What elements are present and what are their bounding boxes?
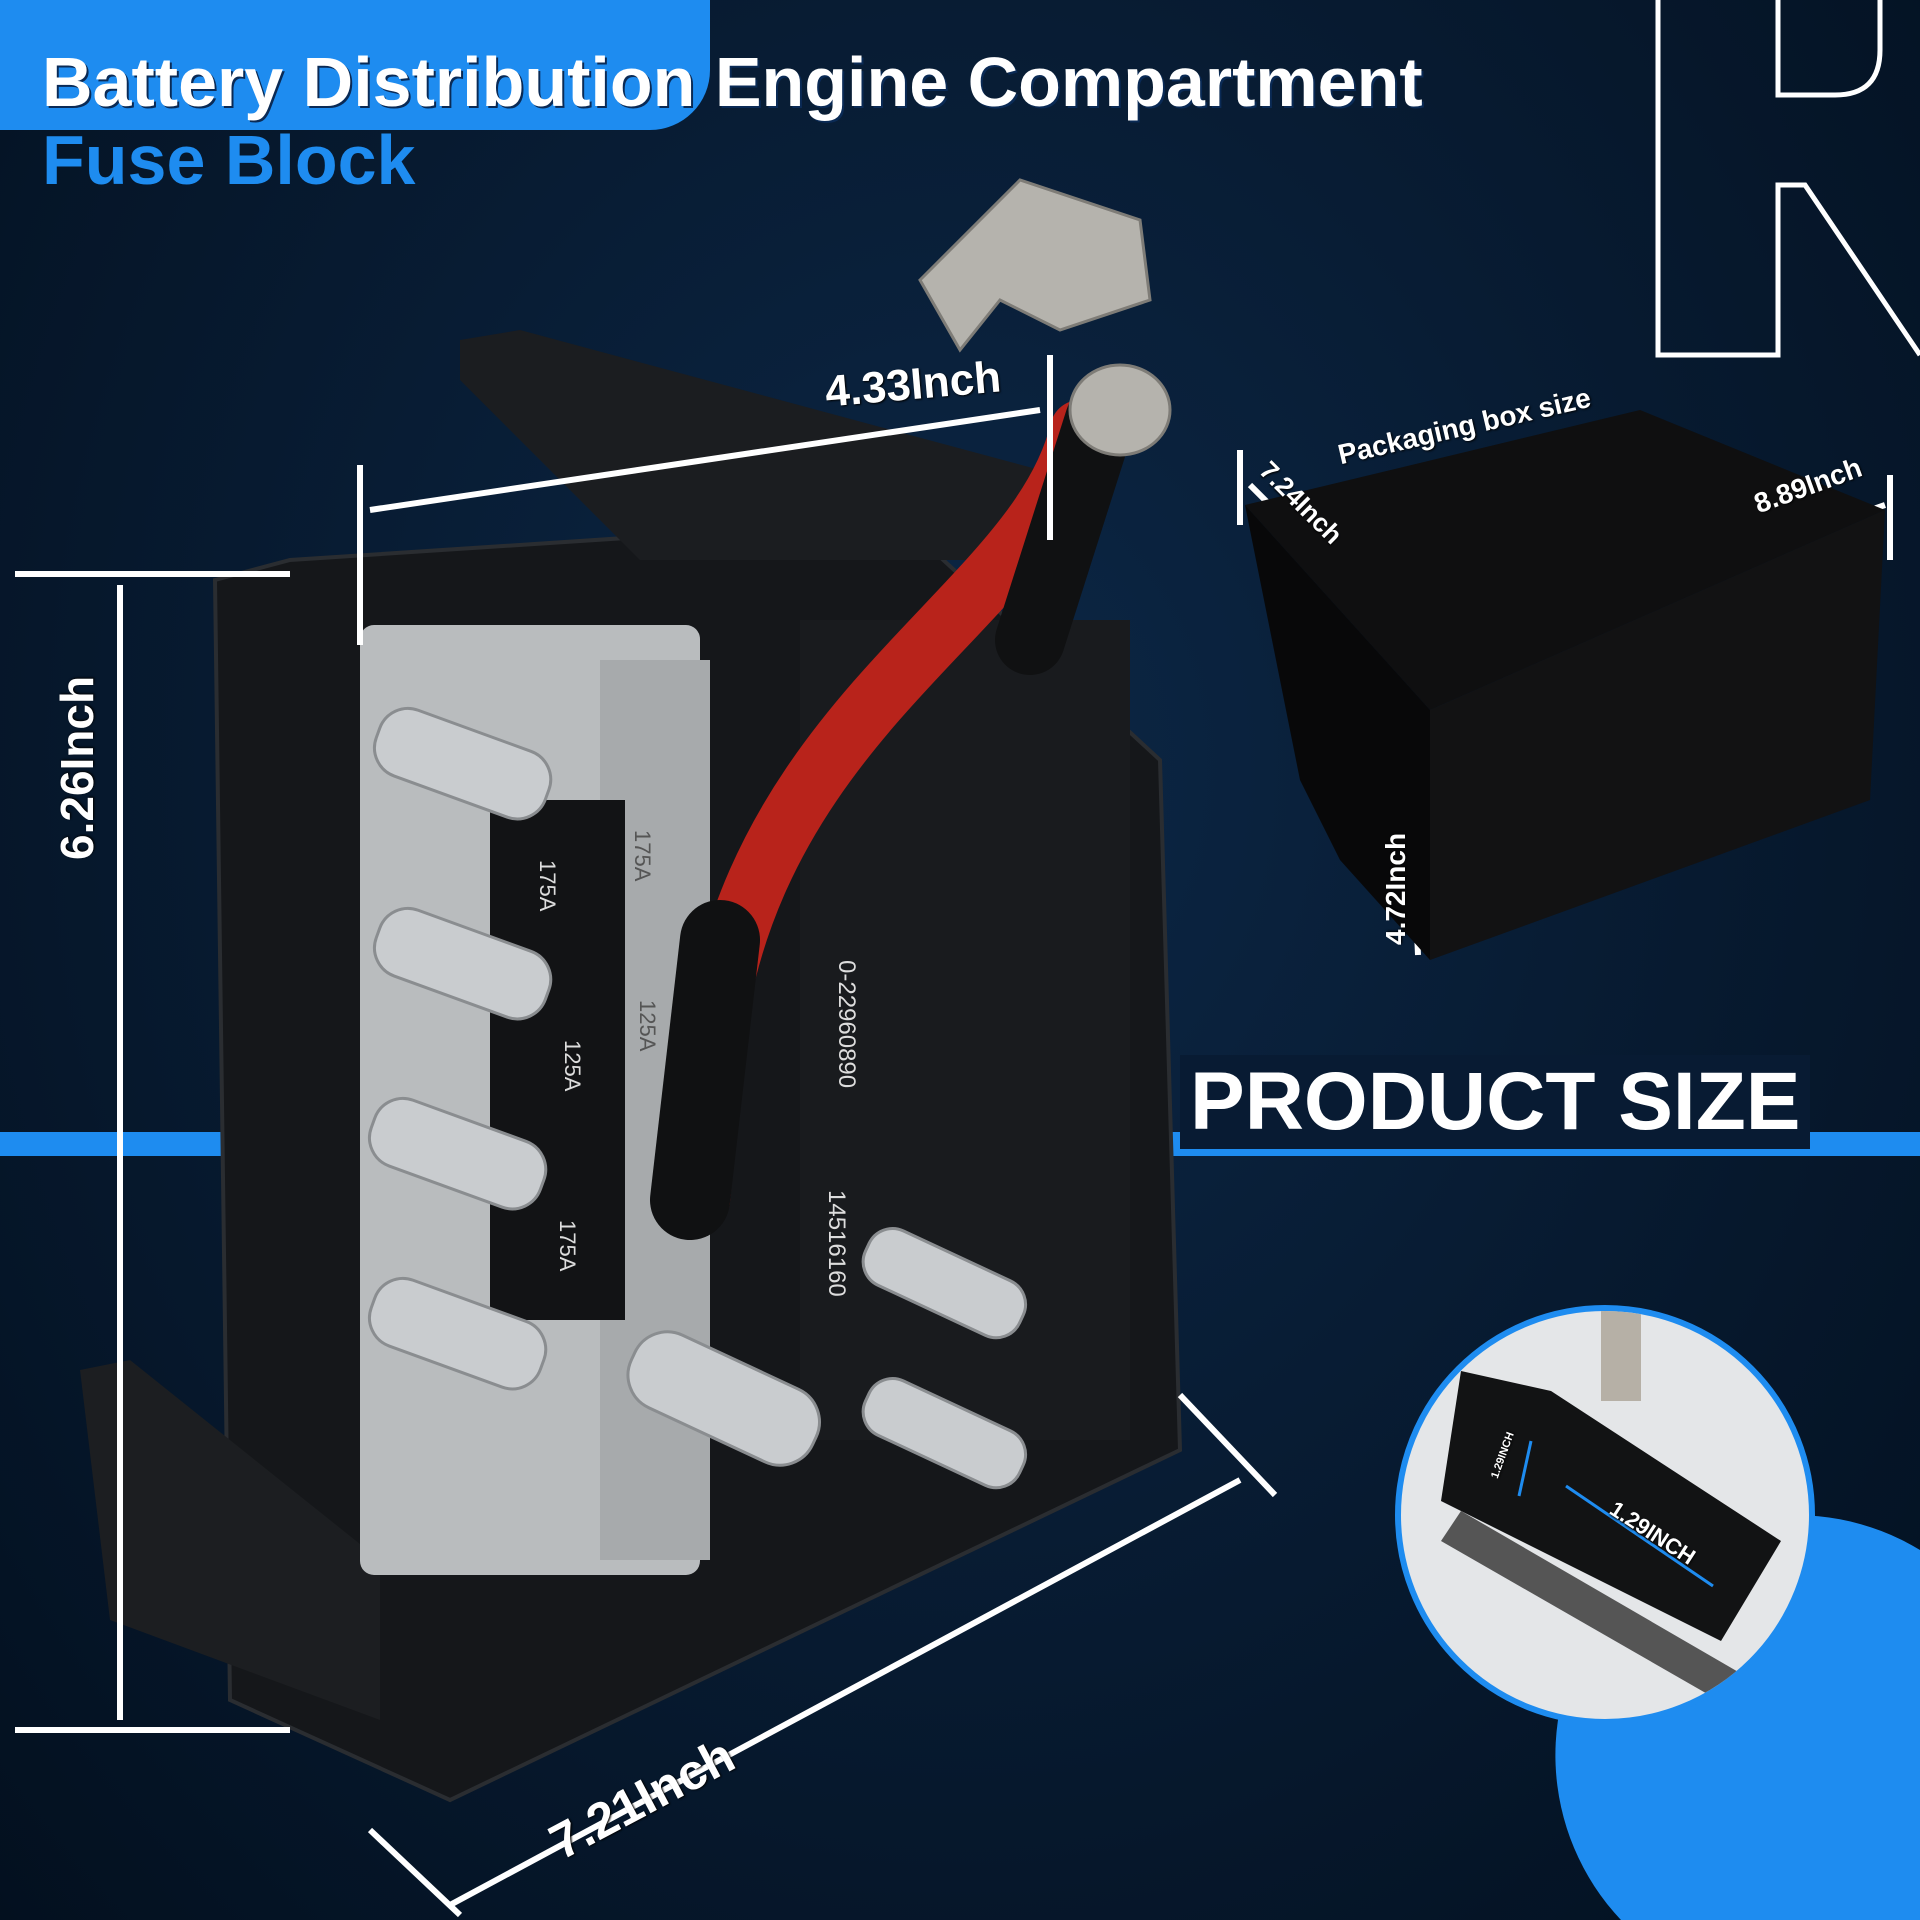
packaging-height-label: 4.72Inch xyxy=(1380,832,1411,945)
page-title: Battery Distribution Engine Compartment xyxy=(42,43,1423,121)
detail-inset: 1.29INCH 1.29INCH xyxy=(1395,1305,1815,1725)
page-subtitle: Fuse Block xyxy=(42,121,416,199)
battery-terminal xyxy=(918,178,1172,457)
connector-detail xyxy=(1441,1311,1781,1719)
product-size-heading: PRODUCT SIZE xyxy=(1180,1055,1811,1149)
brand-letter-outline xyxy=(1655,0,1920,358)
title-banner xyxy=(0,0,710,130)
studs xyxy=(368,706,1028,1490)
